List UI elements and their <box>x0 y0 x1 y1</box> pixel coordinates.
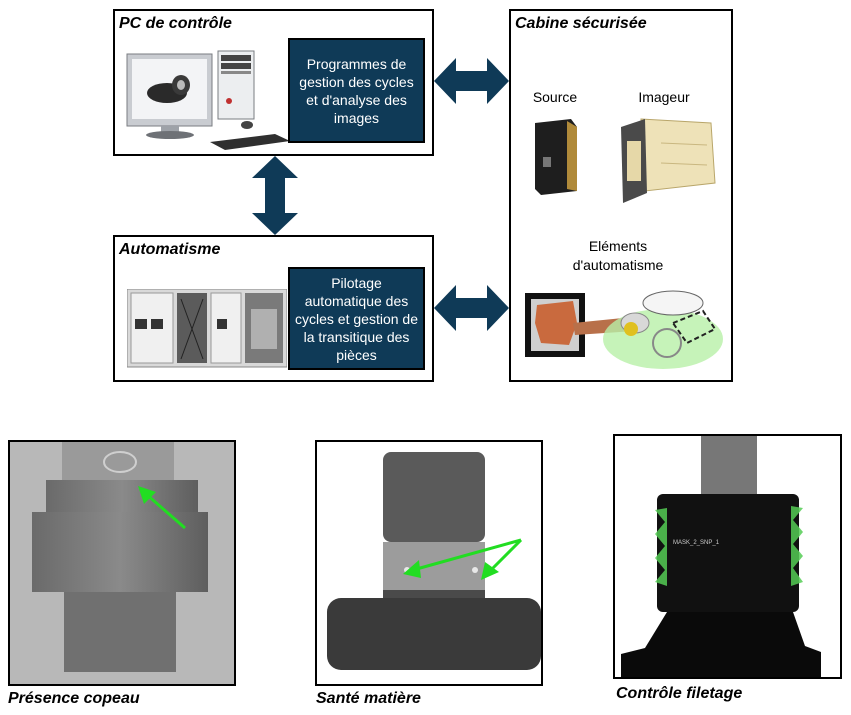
defect-indicator-arrows <box>403 538 523 580</box>
chip-indicator-arrow <box>138 486 186 530</box>
xray-image-chip-presence <box>8 440 236 686</box>
xray-image-thread-control: MASK_2_SNP_1 <box>613 434 842 679</box>
automation-elements-label: Eléments d'automatisme <box>572 238 664 273</box>
caption-thread-control: Contrôle filetage <box>616 685 743 702</box>
pc-control-box: PC de contrôle Programmes de gestion des… <box>113 9 434 156</box>
secure-cabin-title: Cabine sécurisée <box>515 15 647 32</box>
automation-elements-icon <box>525 290 723 369</box>
automatic-control-box: Pilotage automatique des cycles et gesti… <box>288 267 425 370</box>
pc-control-title: PC de contrôle <box>119 15 232 32</box>
xray-image-material-health <box>315 440 543 686</box>
caption-chip-presence: Présence copeau <box>8 690 140 707</box>
thread-overlay-label: MASK_2_SNP_1 <box>673 540 720 546</box>
computer-icon <box>126 50 290 150</box>
xray-source-icon <box>535 119 577 195</box>
automation-box: Automatisme Pilotage automatique des cyc… <box>113 235 434 382</box>
source-label: Source <box>532 89 578 105</box>
imager-icon <box>621 118 716 203</box>
imager-label: Imageur <box>638 89 690 105</box>
software-programs-box: Programmes de gestion des cycles et d'an… <box>288 38 425 143</box>
control-cabinet-icon <box>127 289 287 368</box>
caption-material-health: Santé matière <box>316 690 421 707</box>
secure-cabin-box: Cabine sécurisée Source Imageur Eléments… <box>509 9 733 382</box>
automation-title: Automatisme <box>119 241 221 258</box>
arrow-pc-automation <box>252 156 298 235</box>
arrow-automation-cabin <box>434 285 509 331</box>
arrow-pc-cabin <box>434 58 509 104</box>
